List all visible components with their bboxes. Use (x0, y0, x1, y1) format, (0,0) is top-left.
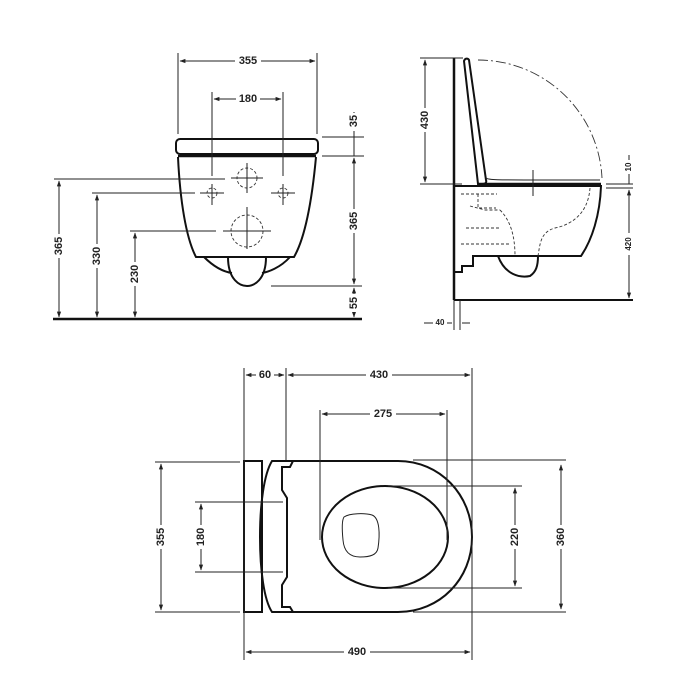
bowl-plan-outline (285, 460, 474, 613)
side-view: 430 10 420 40 (418, 57, 635, 330)
seat-line (485, 177, 600, 181)
label-rim-420: 420 (624, 237, 633, 251)
label-height-230: 230 (129, 265, 141, 283)
label-depth-430: 430 (370, 369, 388, 381)
label-width-355-top: 355 (155, 528, 167, 546)
seat-hinge (258, 460, 295, 613)
label-length-490: 490 (348, 646, 366, 658)
lid-swing-arc (477, 59, 603, 179)
bowl-internal (461, 187, 591, 257)
seat-lid (175, 138, 319, 155)
label-fixing-180: 180 (239, 93, 257, 105)
label-height-365-left: 365 (53, 237, 65, 255)
label-bowl-365: 365 (348, 212, 360, 230)
label-offset-40: 40 (436, 318, 445, 327)
extension-lines (54, 53, 364, 287)
label-fixing-180-top: 180 (195, 528, 207, 546)
bowl-hole (341, 513, 380, 558)
bowl-side-outline (454, 185, 603, 278)
connection-holes (200, 163, 295, 249)
top-view: 60 430 275 490 355 180 220 360 (154, 368, 568, 660)
label-seat-35: 35 (348, 115, 360, 127)
seat-opening (321, 485, 449, 589)
label-rear-60: 60 (259, 369, 271, 381)
label-opening-275: 275 (374, 408, 392, 420)
front-view: 355 180 365 330 230 35 365 55 (52, 53, 364, 321)
trap-outline (203, 256, 291, 288)
label-height-330: 330 (91, 247, 103, 265)
extension-lines-top (155, 368, 566, 660)
label-clearance-55: 55 (348, 297, 360, 309)
extension-lines-side (420, 57, 633, 330)
bowl-outline (177, 156, 317, 258)
label-lid-430: 430 (419, 111, 431, 129)
label-opening-220: 220 (509, 528, 521, 546)
label-seat-360: 360 (555, 528, 567, 546)
label-gap-10: 10 (624, 162, 633, 171)
label-width-355: 355 (239, 55, 257, 67)
lid-raised (462, 57, 488, 185)
